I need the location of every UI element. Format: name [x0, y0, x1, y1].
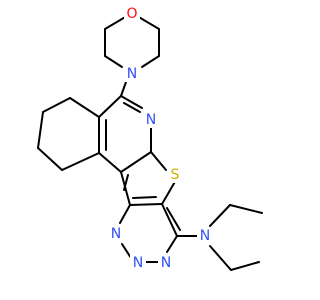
bond — [104, 55, 123, 68]
bond — [120, 151, 152, 173]
bond — [119, 204, 131, 224]
thiophene-ring — [120, 151, 177, 206]
bond — [209, 204, 231, 227]
atom-n-diethylamine-label: N — [200, 228, 210, 244]
bond — [37, 147, 63, 171]
atom-n-triazine-2-label: N — [133, 255, 143, 271]
bond — [121, 243, 132, 259]
morpholine-ring — [104, 15, 160, 68]
bond — [161, 179, 177, 205]
atom-n-morpholine-label: N — [127, 66, 137, 82]
bond — [120, 95, 143, 109]
atom-labels: O N N S N N N N — [108, 6, 213, 271]
bond — [98, 95, 122, 118]
bond — [161, 203, 178, 237]
pyridine-ring — [98, 95, 152, 173]
bond — [104, 15, 128, 30]
atom-s-label: S — [171, 167, 180, 183]
bond — [123, 102, 141, 113]
bond — [136, 15, 160, 30]
bond — [166, 207, 181, 231]
cyclohexane-ring — [37, 97, 100, 171]
bond — [229, 204, 263, 214]
bond — [120, 171, 131, 206]
bond — [141, 55, 160, 68]
atom-n-pyridine-label: N — [146, 112, 156, 128]
triazine-ring — [119, 203, 181, 263]
bond — [37, 111, 44, 149]
bond — [150, 151, 167, 171]
bond — [230, 261, 260, 271]
atom-n-triazine-3-label: N — [161, 255, 171, 271]
bond — [69, 97, 100, 118]
bond — [129, 203, 163, 206]
atom-n-triazine-1-label: N — [111, 226, 121, 242]
bond — [98, 152, 122, 173]
diethylamino-group — [176, 204, 263, 271]
bond — [42, 97, 71, 113]
bond — [61, 152, 100, 171]
bond — [123, 174, 129, 191]
bond — [166, 235, 178, 253]
bond — [132, 196, 157, 199]
atom-o-label: O — [126, 6, 137, 22]
bond — [209, 245, 232, 271]
molecule-structure: O N N S N N N N — [37, 6, 263, 271]
bond — [120, 81, 127, 97]
